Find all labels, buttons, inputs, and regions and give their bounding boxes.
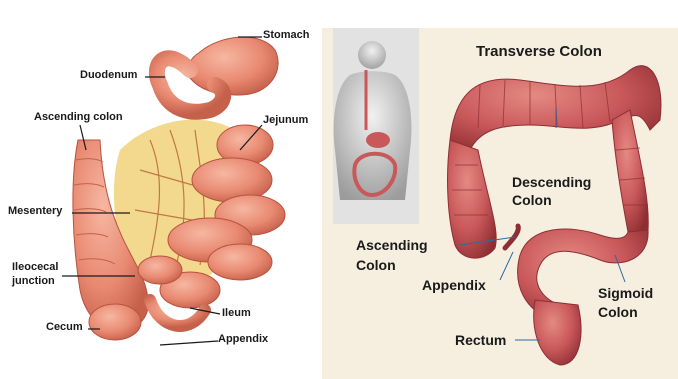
label-ascending-line1: Ascending: [356, 238, 428, 253]
label-sigmoid-line1: Sigmoid: [598, 286, 653, 301]
label-appendix-right: Appendix: [422, 278, 486, 293]
label-ascending-line2: Colon: [356, 258, 396, 273]
label-descending-line1: Descending: [512, 175, 591, 190]
label-ascending-colon: Ascending colon: [34, 112, 123, 124]
human-torso-illustration: [333, 28, 419, 224]
label-appendix-left: Appendix: [218, 334, 268, 346]
label-rectum: Rectum: [455, 333, 506, 348]
label-ileocecal-line1: Ileocecal: [12, 262, 58, 274]
label-mesentery: Mesentery: [8, 206, 62, 218]
stomach-shape: [188, 37, 278, 95]
cecum-shape: [89, 304, 141, 340]
label-ileocecal-line2: junction: [12, 276, 55, 288]
label-descending-line2: Colon: [512, 193, 552, 208]
label-cecum: Cecum: [46, 322, 83, 334]
label-ileum: Ileum: [222, 308, 251, 320]
left-small-intestine-illustration: [62, 37, 285, 345]
label-duodenum: Duodenum: [80, 70, 137, 82]
label-jejunum: Jejunum: [263, 115, 308, 127]
label-sigmoid-line2: Colon: [598, 305, 638, 320]
label-transverse-colon: Transverse Colon: [476, 44, 602, 60]
label-stomach: Stomach: [263, 30, 309, 42]
